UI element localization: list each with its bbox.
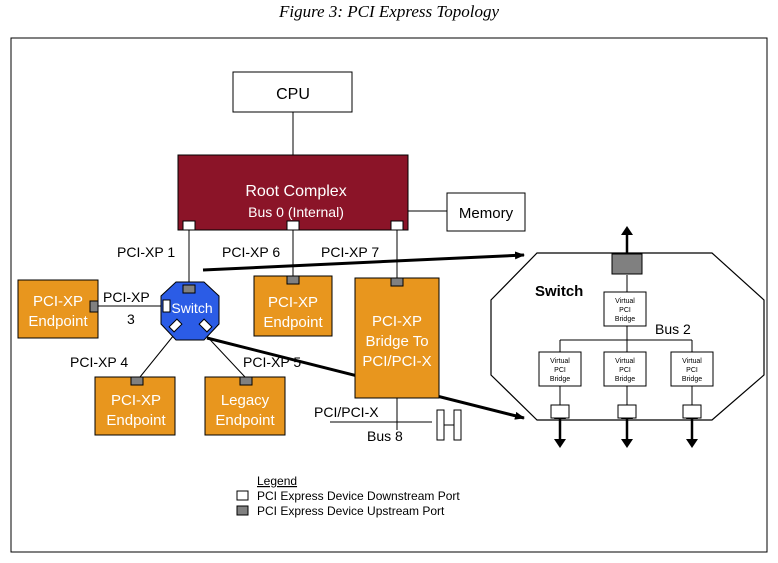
endpoint-left-port xyxy=(89,300,99,313)
switch-detail-title: Switch xyxy=(535,283,583,300)
link-bus8: Bus 8 xyxy=(367,428,403,444)
vb-3-line1: Virtual xyxy=(682,358,702,365)
link-pcixp3-line2: 3 xyxy=(127,311,135,327)
endpoint-bottom-line1: PCI-XP xyxy=(111,392,161,409)
bridge-line2: Bridge To xyxy=(365,333,428,350)
link-pcixp7: PCI-XP 7 xyxy=(321,244,379,260)
legacy-endpoint-line2: Endpoint xyxy=(215,412,275,429)
legend-upstream-swatch xyxy=(236,505,249,516)
endpoint-left-line2: Endpoint xyxy=(28,313,88,330)
virtual-bridge-3 xyxy=(670,351,714,387)
link-pcixp4: PCI-XP 4 xyxy=(70,354,128,370)
legacy-endpoint-port xyxy=(239,376,253,386)
bridge-port xyxy=(390,277,404,287)
vb-up-line1: Virtual xyxy=(615,298,635,305)
endpoint-mid-line2: Endpoint xyxy=(263,314,323,331)
pci-slot xyxy=(436,409,462,441)
vb-up-line2: PCI xyxy=(619,307,631,314)
link-pcixp5: PCI-XP 5 xyxy=(243,354,301,370)
endpoint-mid-line1: PCI-XP xyxy=(268,294,318,311)
legend-downstream-swatch xyxy=(236,490,249,501)
endpoint-mid-box xyxy=(253,275,333,337)
switch-detail-upstream-port xyxy=(611,253,643,275)
vb-1-line1: Virtual xyxy=(550,358,570,365)
vb-3-line3: Bridge xyxy=(682,376,702,383)
root-complex-bus-label: Bus 0 (Internal) xyxy=(248,204,344,220)
figure-caption: Figure 3: PCI Express Topology xyxy=(278,2,500,21)
legacy-endpoint-box xyxy=(204,376,286,436)
link-pcixp3-line1: PCI-XP xyxy=(103,289,150,305)
endpoint-left-line1: PCI-XP xyxy=(33,293,83,310)
switch-detail-downstream-port-3 xyxy=(682,404,702,419)
switch-detail-downstream-port-2 xyxy=(617,404,637,419)
endpoint-mid-port xyxy=(286,275,300,285)
vb-3-line2: PCI xyxy=(686,367,698,374)
root-complex-label: Root Complex xyxy=(245,183,346,200)
endpoint-bottom-box xyxy=(94,376,176,436)
legend-title: Legend xyxy=(257,474,297,488)
switch-port-3 xyxy=(162,299,171,313)
memory-label: Memory xyxy=(459,205,514,222)
switch-detail: Switch Bus 2 xyxy=(490,226,765,448)
bridge-line3: PCI/PCI-X xyxy=(362,353,431,370)
switch-port-4 xyxy=(168,318,183,333)
vb-2-line1: Virtual xyxy=(615,358,635,365)
cpu-label: CPU xyxy=(276,86,310,103)
endpoint-bottom-line2: Endpoint xyxy=(106,412,166,429)
link-pcixp1: PCI-XP 1 xyxy=(117,244,175,260)
cpu-box xyxy=(232,71,353,113)
vb-2-line2: PCI xyxy=(619,367,631,374)
virtual-bridge-1 xyxy=(538,351,582,387)
vb-1-line3: Bridge xyxy=(550,376,570,383)
link-pcixp6: PCI-XP 6 xyxy=(222,244,280,260)
memory-box xyxy=(446,192,526,232)
vb-1-line2: PCI xyxy=(554,367,566,374)
legacy-endpoint-line1: Legacy xyxy=(221,392,270,409)
endpoint-bottom-port xyxy=(130,376,144,386)
virtual-bridge-upstream xyxy=(603,291,647,327)
root-port-1 xyxy=(182,220,196,231)
link-pci-pcix: PCI/PCI-X xyxy=(314,404,379,420)
legend-upstream-label: PCI Express Device Upstream Port xyxy=(257,504,445,518)
legend: Legend PCI Express Device Downstream Por… xyxy=(236,474,460,518)
vb-up-line3: Bridge xyxy=(615,316,635,323)
vb-2-line3: Bridge xyxy=(615,376,635,383)
switch-label: Switch xyxy=(171,300,212,316)
bridge-box xyxy=(354,277,440,399)
legend-downstream-label: PCI Express Device Downstream Port xyxy=(257,489,460,503)
virtual-bridge-2 xyxy=(603,351,647,387)
root-port-6 xyxy=(286,220,300,231)
switch-detail-bus-label: Bus 2 xyxy=(655,321,691,337)
root-complex-box xyxy=(177,154,409,231)
figure-frame xyxy=(10,37,768,553)
root-port-7 xyxy=(390,220,404,231)
switch-port-5 xyxy=(198,318,213,333)
switch-upstream-port xyxy=(182,284,196,294)
bridge-line1: PCI-XP xyxy=(372,313,422,330)
switch-detail-downstream-port-1 xyxy=(550,404,570,419)
